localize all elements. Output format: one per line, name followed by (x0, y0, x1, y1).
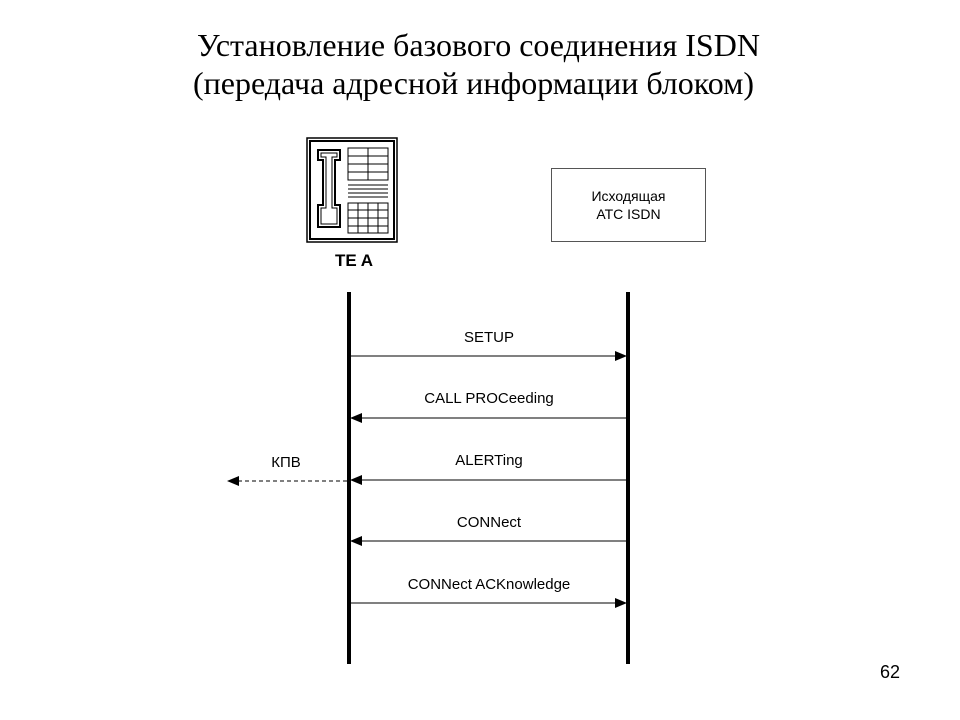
title-line-1: Установление базового соединения ISDN (197, 27, 760, 63)
message-label-call-proceeding: CALL PROCeeding (424, 390, 554, 407)
message-label-alerting: ALERTing (455, 452, 523, 469)
station-label-line-1: Исходящая (591, 188, 666, 204)
side-signal-label: КПВ (271, 454, 301, 471)
message-label-connect: CONNect (457, 514, 522, 531)
terminal-label: TE A (335, 251, 373, 270)
station-box: Исходящая АТС ISDN (551, 168, 706, 242)
title-line-2: (передача адресной информации блоком) (193, 65, 754, 101)
page-number: 62 (880, 662, 901, 682)
station-label-line-2: АТС ISDN (596, 206, 661, 222)
message-label-connect-acknowledge: CONNect ACKnowledge (408, 576, 571, 593)
telephone-icon (306, 137, 398, 243)
message-label-setup: SETUP (464, 329, 514, 346)
